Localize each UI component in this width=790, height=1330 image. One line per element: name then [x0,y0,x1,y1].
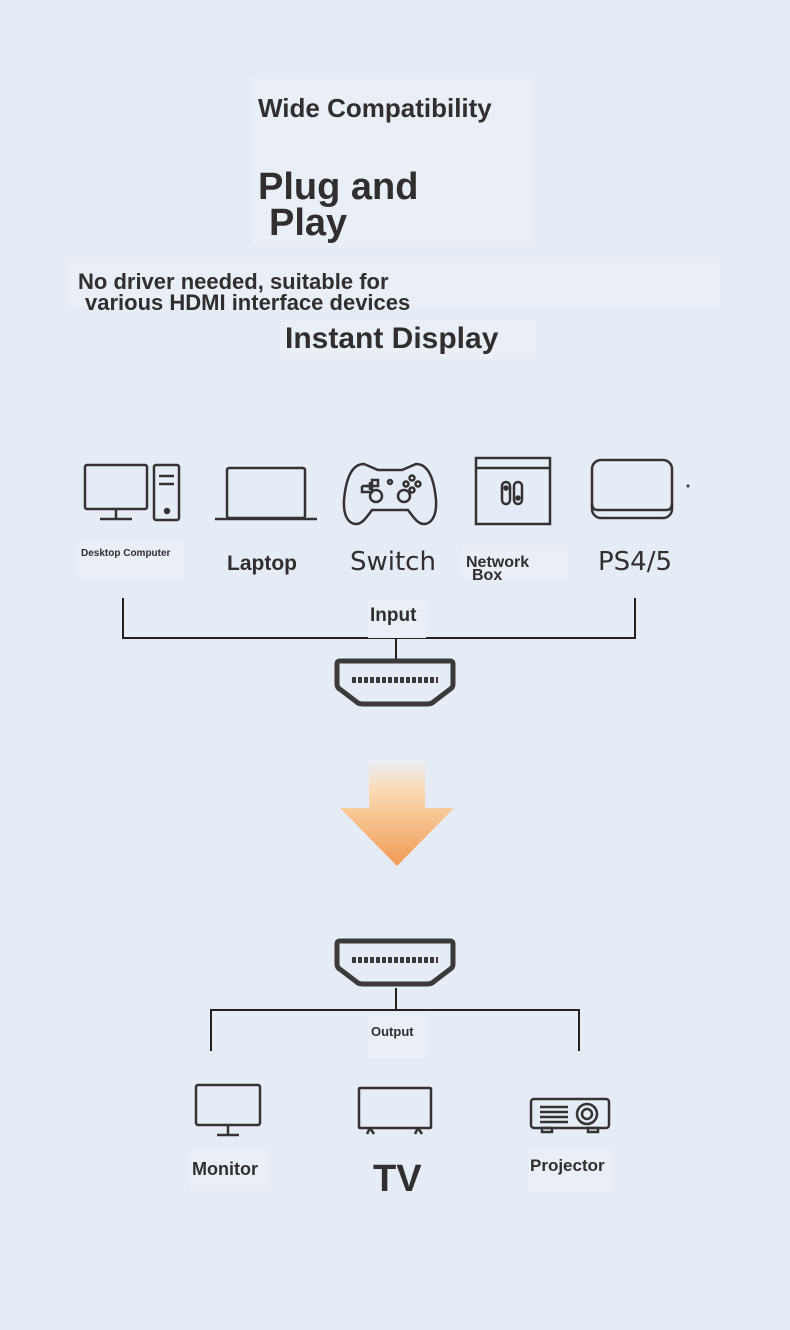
down-arrow-icon [340,760,454,866]
projector-label-backdrop [528,1148,614,1192]
input-label: Input [370,605,417,626]
gamepad-icon [342,460,438,528]
device-label-network-line-1: Network [466,554,530,571]
header-backdrop [252,78,534,246]
device-label-laptop: Laptop [227,552,297,575]
monitor-label-backdrop [190,1148,270,1190]
input-bracket-left [122,598,124,639]
output-label-backdrop [368,1013,426,1059]
laptop-icon [214,466,318,522]
title-line-2: Play [269,202,348,244]
title-line-1: Plug and [258,166,419,208]
tagline-backdrop [280,320,536,358]
network-label-backdrop [462,546,568,580]
output-bracket-top [210,1009,580,1011]
tv-icon [356,1086,434,1138]
subtitle: Wide Compatibility [258,93,492,123]
input-connector-line [395,637,397,661]
input-bracket-bottom [122,637,636,639]
output-connector-line [395,988,397,1010]
device-label-desktop: Desktop Computer [81,548,171,559]
projector-icon [528,1094,612,1136]
device-label-network-line-2: Box [472,567,503,584]
device-label-monitor: Monitor [192,1159,258,1179]
tagline: Instant Display [285,322,499,355]
output-bracket-right [578,1009,580,1051]
device-label-ps: PS4/5 [598,547,673,577]
device-label-tv: TV [373,1158,422,1200]
desktop-label-backdrop [78,540,184,580]
device-label-switch: Switch [350,547,436,577]
output-bracket-left [210,1009,212,1051]
output-label: Output [371,1024,414,1039]
hdmi-port-icon [332,658,458,708]
description-line-1: No driver needed, suitable for [78,269,389,294]
description-line-2: various HDMI interface devices [85,290,411,315]
input-bracket-right [634,598,636,639]
desktop-computer-icon [82,462,184,524]
network-box-icon [474,456,552,526]
description-backdrop [66,258,720,308]
hdmi-port-icon [332,938,458,988]
device-label-projector: Projector [530,1156,605,1175]
console-icon [590,458,690,524]
input-label-backdrop [368,600,426,638]
monitor-icon [193,1082,263,1138]
